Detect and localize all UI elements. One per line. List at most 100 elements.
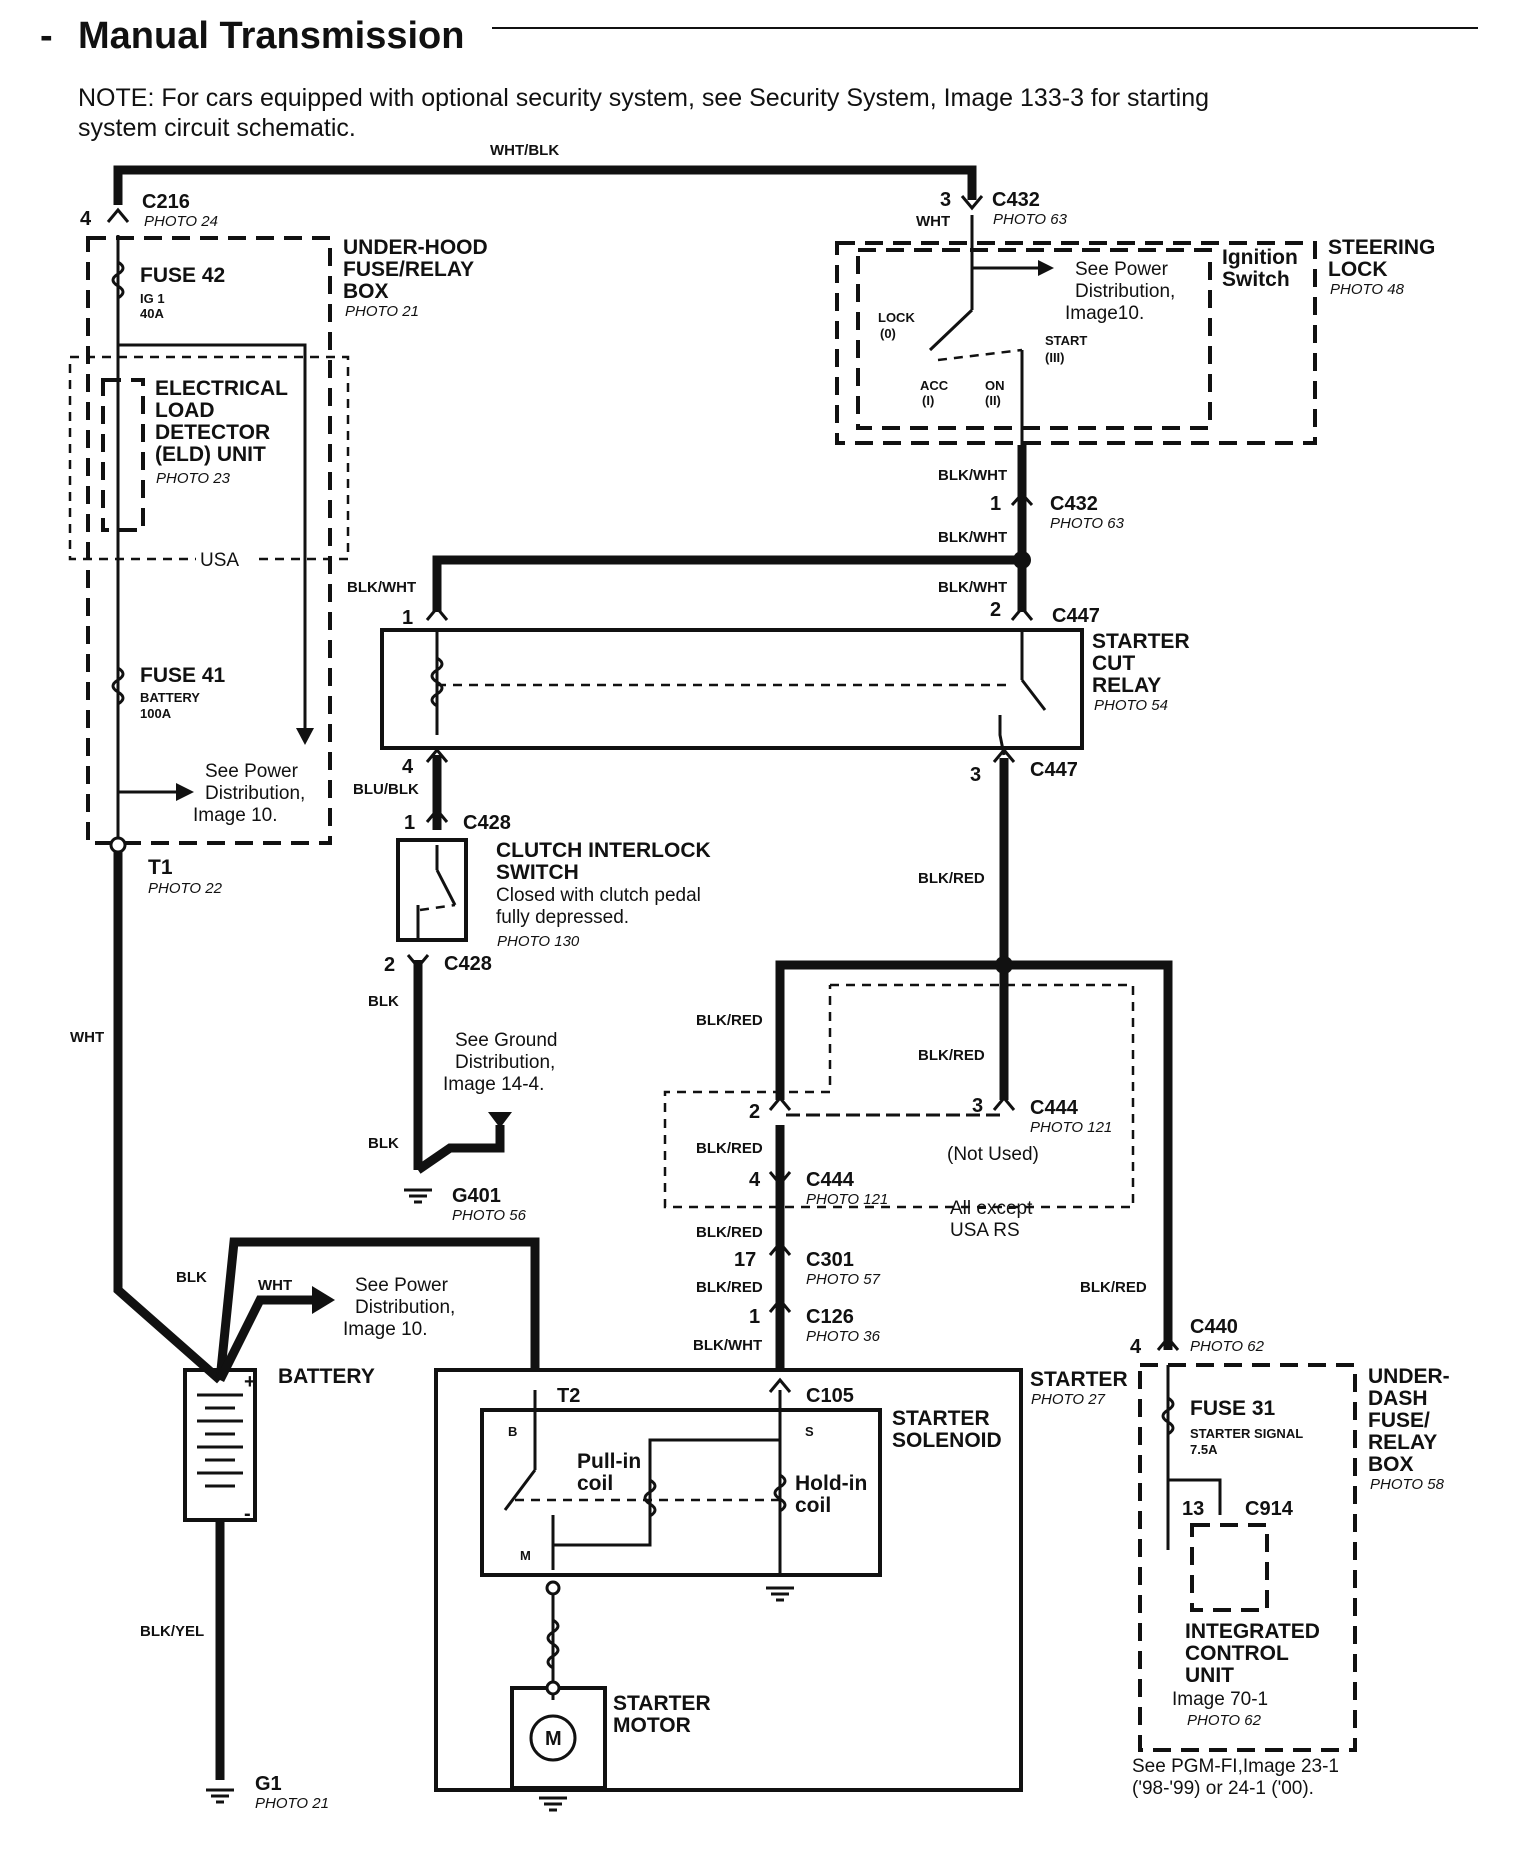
c447-pin-3: 3 — [970, 764, 981, 786]
icu-outline — [1190, 1523, 1269, 1612]
icu-label-2: CONTROL — [1185, 1642, 1289, 1665]
relay-contact-blade — [1020, 679, 1047, 711]
ground-distribution-arrow-icon — [488, 1112, 512, 1128]
c914-label: C914 — [1245, 1498, 1294, 1520]
holdin-coil-label-1: Hold-in — [795, 1472, 867, 1495]
eld-label-1: ELECTRICAL — [155, 377, 288, 400]
usa-label: USA — [200, 550, 239, 571]
g1-photo: PHOTO 21 — [255, 1795, 329, 1812]
c440-photo: PHOTO 62 — [1190, 1338, 1265, 1355]
wire-color-blu-blk: BLU/BLK — [353, 781, 419, 798]
wire-color-blk-wht-a: BLK/WHT — [938, 467, 1007, 484]
motor-ground-icon — [539, 1796, 567, 1812]
labels: WHT/BLK 4 C216 PHOTO 24 UNDER-HOOD FUSE/… — [70, 142, 1450, 1812]
power-dist-b-1: See Power — [1075, 259, 1169, 280]
c914-pin: 13 — [1182, 1498, 1204, 1520]
under-dash-box-outline — [1138, 1363, 1357, 1752]
g401-ground-icon — [404, 1188, 432, 1204]
fuse-42-sub2: 40A — [140, 306, 164, 321]
c444-pin-4: 4 — [749, 1169, 761, 1191]
starter-label: STARTER — [1030, 1368, 1128, 1391]
wire-wht-left — [113, 845, 223, 1384]
c432-top-photo: PHOTO 63 — [993, 211, 1068, 228]
splice-blk-wht-icon — [1013, 551, 1031, 569]
pullin-coil-label-1: Pull-in — [577, 1450, 641, 1473]
connector-chevrons-icon — [106, 195, 1180, 1393]
ign-blade — [928, 308, 974, 352]
c447-pin-1: 1 — [402, 607, 413, 629]
c432-bot-pin: 1 — [990, 493, 1001, 515]
steering-lock-label-1: STEERING — [1328, 236, 1435, 259]
eld-feed-line — [118, 343, 307, 735]
c428-pin-1: 1 — [404, 812, 415, 834]
note-line-2: system circuit schematic. — [78, 114, 356, 142]
wire-blk-red-right — [1004, 960, 1173, 1350]
pullin-coil-symbol — [643, 1478, 657, 1518]
under-dash-label-3: FUSE/ — [1368, 1409, 1430, 1432]
underhood-photo: PHOTO 21 — [345, 303, 419, 320]
battery-label: BATTERY — [278, 1365, 375, 1388]
c126-label: C126 — [806, 1306, 854, 1328]
battery-cells-icon — [197, 1393, 243, 1488]
fuse-42-sub1: IG 1 — [140, 291, 165, 306]
c444-top-label: C444 — [1030, 1097, 1079, 1119]
page-title: Manual Transmission — [78, 15, 464, 57]
ground-dist-3: Image 14-4. — [443, 1074, 544, 1095]
clutch-switch-label-1: CLUTCH INTERLOCK — [496, 839, 711, 862]
power-dist-b-3: Image10. — [1065, 303, 1144, 324]
c447-pin-4: 4 — [402, 756, 414, 778]
pgm-fi-note-1: See PGM-FI,Image 23-1 — [1132, 1756, 1339, 1777]
ign-lock-label: LOCK — [878, 310, 915, 325]
fuse-41-sub1: BATTERY — [140, 690, 200, 705]
header-dash: - — [40, 15, 53, 57]
ign-acc-label: ACC — [920, 378, 949, 393]
c444-pin-2: 2 — [749, 1101, 760, 1123]
eld-label-2: LOAD — [155, 399, 215, 422]
starter-cut-relay-outline — [380, 628, 1084, 750]
starter-cut-relay-label-3: RELAY — [1092, 674, 1161, 697]
c216-label: C216 — [142, 191, 190, 213]
splice-blk-red-icon — [995, 956, 1013, 974]
relay-coil-symbol — [430, 656, 444, 708]
starter-solenoid-outline — [480, 1408, 882, 1577]
power-dist-arrow — [176, 783, 194, 801]
solenoid-m-terminal-icon — [545, 1580, 561, 1596]
holdin-coil-symbol — [773, 1473, 787, 1513]
header: - Manual Transmission NOTE: For cars equ… — [40, 15, 1478, 142]
clutch-switch-label-2: SWITCH — [496, 861, 579, 884]
starter-cut-relay-photo: PHOTO 54 — [1094, 697, 1168, 714]
eld-unit-outline — [101, 378, 145, 532]
c444-top-photo: PHOTO 121 — [1030, 1119, 1112, 1136]
note-line-1: NOTE: For cars equipped with optional se… — [78, 84, 1209, 112]
c447-bot-label: C447 — [1030, 759, 1078, 781]
c444-bot-photo: PHOTO 121 — [806, 1191, 888, 1208]
holdin-coil-label-2: coil — [795, 1494, 831, 1517]
eld-label-4: (ELD) UNIT — [155, 443, 266, 466]
wire-blk-wht-horizontal — [432, 555, 1022, 612]
ign-on-label: ON — [985, 378, 1005, 393]
wire-wht-blk-top — [113, 165, 977, 205]
wire-color-wht-bat: WHT — [258, 1277, 292, 1294]
ign-start-label: START — [1045, 333, 1087, 348]
power-dist-a-1: See Power — [205, 761, 299, 782]
wire-color-blk-red-c: BLK/RED — [918, 1047, 985, 1064]
wire-color-blk-wht-c: BLK/WHT — [938, 579, 1007, 596]
c432-top-label: C432 — [992, 189, 1040, 211]
battery-minus: - — [244, 1503, 251, 1525]
g1-ground-icon — [206, 1788, 234, 1804]
wire-blk-ground-stub — [415, 1125, 505, 1174]
wire-color-blk-wht-left: BLK/WHT — [347, 579, 416, 596]
steering-lock-label-2: LOCK — [1328, 258, 1388, 281]
motor-m-label: M — [545, 1728, 562, 1750]
wire-color-blk-a: BLK — [368, 993, 399, 1010]
fuse-41-sub2: 100A — [140, 706, 172, 721]
eld-photo: PHOTO 23 — [156, 470, 231, 487]
battery-plus: + — [244, 1371, 256, 1393]
solenoid-blade — [503, 1469, 537, 1511]
starter-motor-label-1: STARTER — [613, 1692, 711, 1715]
terminal-m: M — [520, 1548, 531, 1563]
c440-label: C440 — [1190, 1316, 1238, 1338]
c428-pin-2: 2 — [384, 954, 395, 976]
clutch-dash — [419, 903, 456, 912]
wire-color-blk-red-e: BLK/RED — [696, 1224, 763, 1241]
